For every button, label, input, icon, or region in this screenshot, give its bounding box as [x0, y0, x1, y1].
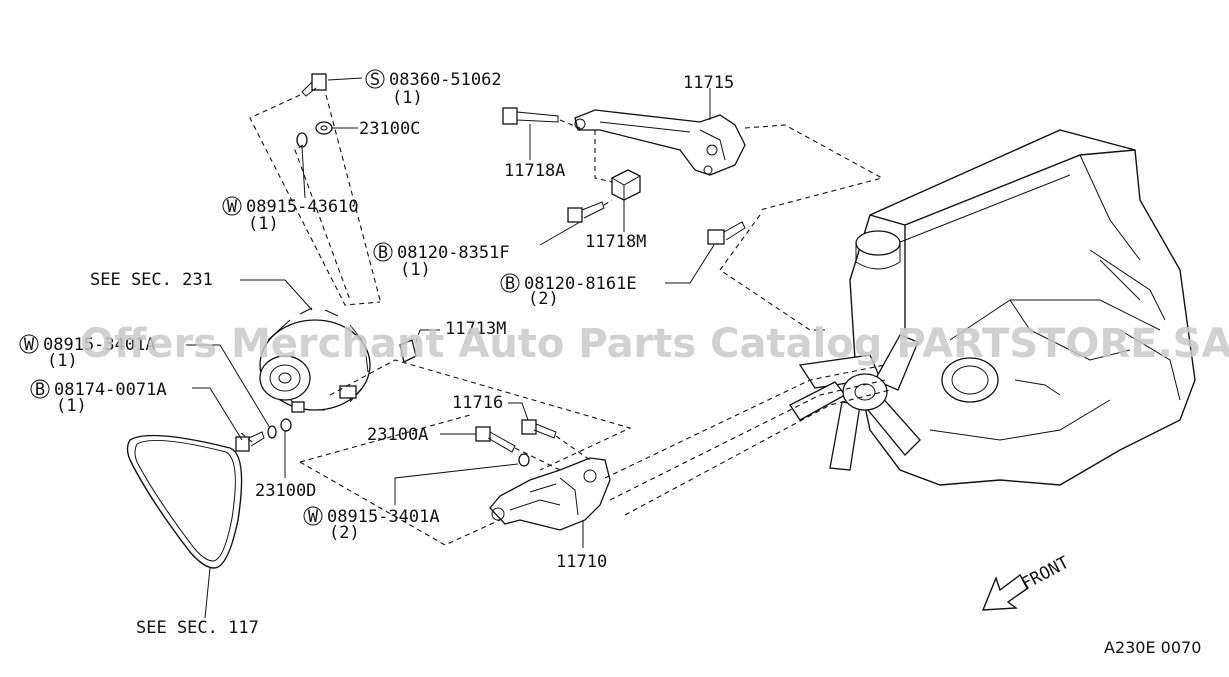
label-11718M: 11718M [585, 232, 646, 252]
alternator [259, 307, 371, 413]
label-08120-8161E: B 08120-8161E (2) [500, 273, 637, 309]
qty: (1) [248, 214, 279, 234]
washer-08915-43610 [296, 132, 308, 148]
bracket-11715 [574, 109, 746, 176]
bolt-08360-51062 [301, 73, 327, 97]
bracket-11710 [489, 457, 611, 531]
spacer-11718M [611, 169, 641, 201]
clip-11713M [399, 339, 417, 363]
prefix-s: S [370, 70, 380, 90]
bolt-11716 [521, 419, 557, 439]
part-number: 08174-0071A [54, 380, 167, 400]
part-number: 08120-8351F [397, 243, 510, 263]
label-23100C: 23100C [359, 119, 420, 139]
part-number: 08915-43610 [246, 197, 359, 217]
label-23100D: 23100D [255, 481, 316, 501]
qty: (1) [392, 88, 423, 108]
qty: (2) [528, 289, 559, 309]
qty: (2) [329, 523, 360, 543]
prefix-w: W [308, 507, 319, 527]
bolt-08174-0071A [235, 431, 265, 452]
assembly-dashed-lines [239, 94, 891, 546]
washer-08915-3401A-lower [518, 453, 530, 467]
leader-lines [186, 77, 715, 619]
qty: (1) [400, 260, 431, 280]
prefix-b: B [378, 243, 388, 263]
part-number: 08120-8161E [524, 274, 637, 294]
label-23100A: 23100A [367, 425, 428, 445]
label-11715: 11715 [683, 73, 734, 93]
part-number: 08360-51062 [389, 70, 502, 90]
label-see-sec-231: SEE SEC. 231 [90, 270, 213, 290]
prefix-w: W [24, 335, 35, 355]
bolt-11718A [502, 107, 559, 125]
washer-23100C [315, 121, 333, 135]
part-number: 08915-3401A [327, 507, 440, 527]
diagram-code: A230E 0070 [1104, 638, 1201, 657]
label-08174-0071A: B 08174-0071A (1) [30, 379, 167, 416]
label-11713M: 11713M [445, 319, 506, 339]
label-11718A: 11718A [504, 161, 565, 181]
bolt-08120-8161E [707, 221, 746, 245]
qty: (1) [56, 396, 87, 416]
drive-belt [126, 434, 243, 569]
watermark: Offers Merchant Auto Parts Catalog PARTS… [80, 321, 1229, 367]
front-arrow-icon: FRONT [981, 553, 1073, 611]
washer-08915-3401A-upper [267, 425, 277, 439]
label-11710: 11710 [556, 552, 607, 572]
washer-23100D [280, 418, 292, 432]
label-08915-3401A-1: W 08915-3401A (1) [19, 334, 156, 371]
engine-block [849, 129, 1196, 486]
label-see-sec-117: SEE SEC. 117 [136, 618, 259, 638]
label-11716: 11716 [452, 393, 503, 413]
label-08915-43610: W 08915-43610 (1) [222, 196, 359, 234]
prefix-b: B [505, 274, 515, 294]
label-08120-8351F: B 08120-8351F (1) [373, 242, 510, 280]
label-08360-51062: S 08360-51062 (1) [365, 69, 502, 108]
qty: (1) [47, 351, 78, 371]
label-08915-3401A-2: W 08915-3401A (2) [303, 506, 440, 543]
bolt-08120-8351F [567, 201, 605, 223]
front-label: FRONT [1018, 553, 1073, 595]
prefix-b: B [35, 380, 45, 400]
part-number: 08915-3401A [43, 335, 156, 355]
bolt-23100A [475, 426, 516, 453]
prefix-w: W [227, 197, 238, 217]
